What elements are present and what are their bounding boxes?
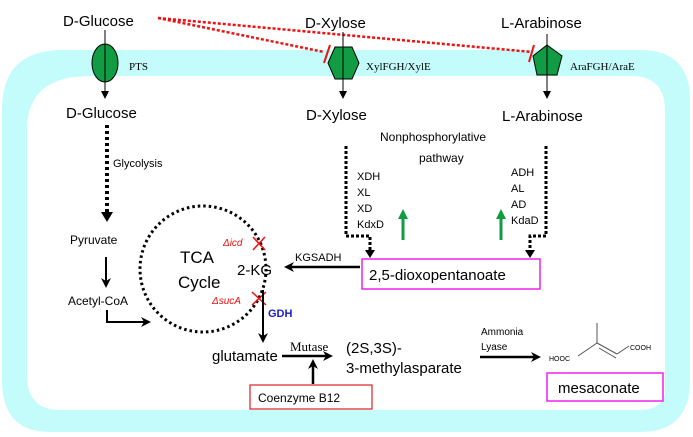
internal-glucose: D-Glucose (66, 105, 137, 122)
icd-knockout-x-icon (252, 236, 266, 251)
xyl-transporter-label: XylFGH/XylE (366, 61, 431, 73)
tca-label-2: Cycle (178, 273, 221, 292)
xylose-pathway-dotted (344, 146, 372, 250)
glycolysis-label: Glycolysis (113, 158, 163, 170)
enzyme-al: AL (511, 183, 524, 195)
xylose-enzyme-list: XDH XL XD KdxD (357, 171, 384, 231)
glutamate-label: glutamate (212, 348, 278, 365)
pathway-label-2: pathway (419, 151, 464, 165)
ammonia-lyase-label-1: Ammonia (481, 327, 524, 338)
external-arabinose: L-Arabinose (501, 15, 582, 32)
methylasparate-label-1: (2S,3S)- (346, 340, 402, 357)
two-kg-label: 2-KG (237, 262, 272, 279)
coenzyme-b12-box (249, 384, 373, 410)
mesaconate-struct-cooh: COOH (630, 345, 651, 352)
glucose-inhibits-arabinose-line (157, 16, 533, 54)
deletion-suca-label: ΔsucA (211, 296, 241, 307)
deletion-icd-label: Δicd (222, 238, 243, 249)
arabinose-pathway-dotted (528, 146, 548, 250)
acetylcoa-to-tca-arrow (106, 310, 151, 327)
internal-arabinose: L-Arabinose (502, 108, 583, 125)
external-xylose: D-Xylose (305, 15, 366, 32)
enzyme-ad: AD (511, 199, 526, 211)
external-glucose: D-Glucose (63, 13, 134, 30)
methylasparate-label-2: 3-methylasparate (346, 360, 462, 377)
enzyme-xl: XL (357, 187, 370, 199)
arabinose-block-bar (528, 44, 535, 63)
glycolysis-arrowhead (101, 212, 113, 222)
mesaconate-structure-icon (577, 323, 630, 359)
kgsadh-label: KGSADH (295, 252, 342, 264)
glucose-inhibits-xylose-line (157, 16, 325, 54)
ara-transporter-label: AraFGH/AraE (570, 61, 635, 73)
arabinose-pathway-arrowhead (525, 250, 535, 258)
gdh-label: GDH (268, 308, 293, 320)
mesaconate-label: mesaconate (558, 380, 640, 397)
mesaconate-box (546, 372, 664, 402)
enzyme-kdxd: KdxD (357, 219, 384, 231)
xylose-pathway-arrowhead (365, 250, 375, 258)
enzyme-xdh: XDH (357, 171, 380, 183)
mesaconate-struct-hooc: HOOC (549, 356, 570, 363)
mutase-label: Mutase (290, 339, 329, 354)
tca-cycle-circle (138, 204, 268, 334)
enzyme-xd: XD (357, 203, 372, 215)
dioxopentanoate-box (361, 258, 541, 290)
ammonia-lyase-label-2: Lyase (481, 342, 508, 353)
arabinose-enzyme-list: ADH AL AD KdaD (511, 167, 539, 227)
xylose-block-bar (323, 44, 331, 64)
cytoplasm (27, 76, 665, 410)
internal-xylose: D-Xylose (306, 107, 367, 124)
acetylcoa-label: Acetyl-CoA (68, 294, 128, 308)
pyruvate-label: Pyruvate (70, 233, 118, 247)
dioxopentanoate-label: 2,5-dioxopentanoate (369, 267, 506, 284)
pts-label: PTS (129, 61, 148, 73)
pathway-label-1: Nonphosphorylative (380, 130, 486, 144)
tca-label-1: TCA (180, 248, 215, 267)
coenzyme-b12-label: Coenzyme B12 (258, 391, 340, 405)
enzyme-kdad: KdaD (511, 215, 539, 227)
enzyme-adh: ADH (511, 167, 534, 179)
